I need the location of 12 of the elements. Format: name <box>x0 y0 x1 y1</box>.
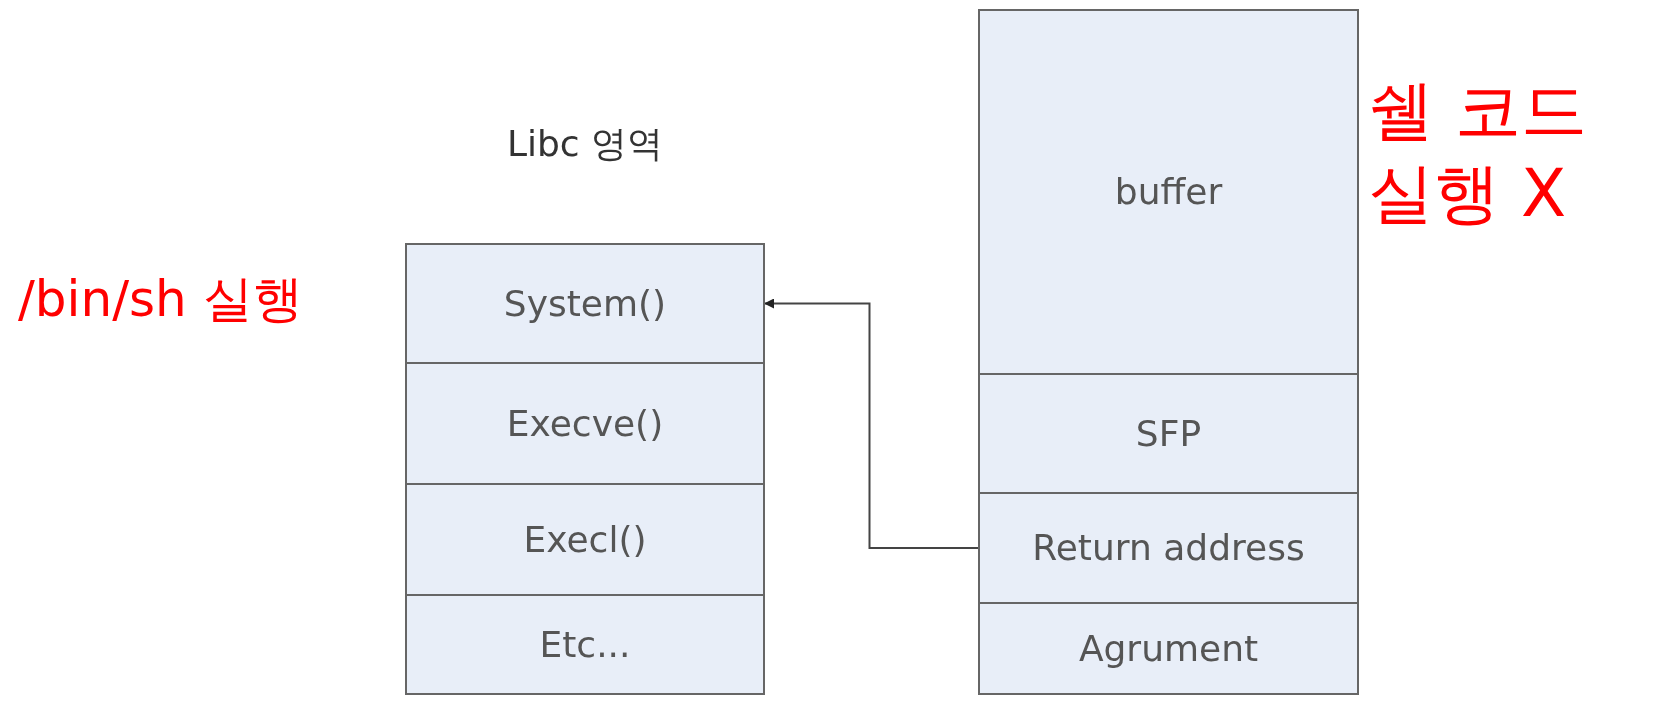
memory-cell: System() <box>405 243 765 364</box>
memory-cell: Execl() <box>405 483 765 596</box>
region-title: Libc 영역 <box>505 122 665 166</box>
annotation-text: /bin/sh 실행 <box>18 269 303 330</box>
memory-cell: SFP <box>978 373 1359 494</box>
memory-cell: Etc... <box>405 594 765 695</box>
memory-cell: Agrument <box>978 602 1359 695</box>
memory-cell: buffer <box>978 9 1359 375</box>
memory-cell: Return address <box>978 492 1359 604</box>
memory-cell: Execve() <box>405 362 765 485</box>
arrow <box>764 298 979 549</box>
annotation-text: 쉘 코드 실행 X <box>1368 71 1588 234</box>
